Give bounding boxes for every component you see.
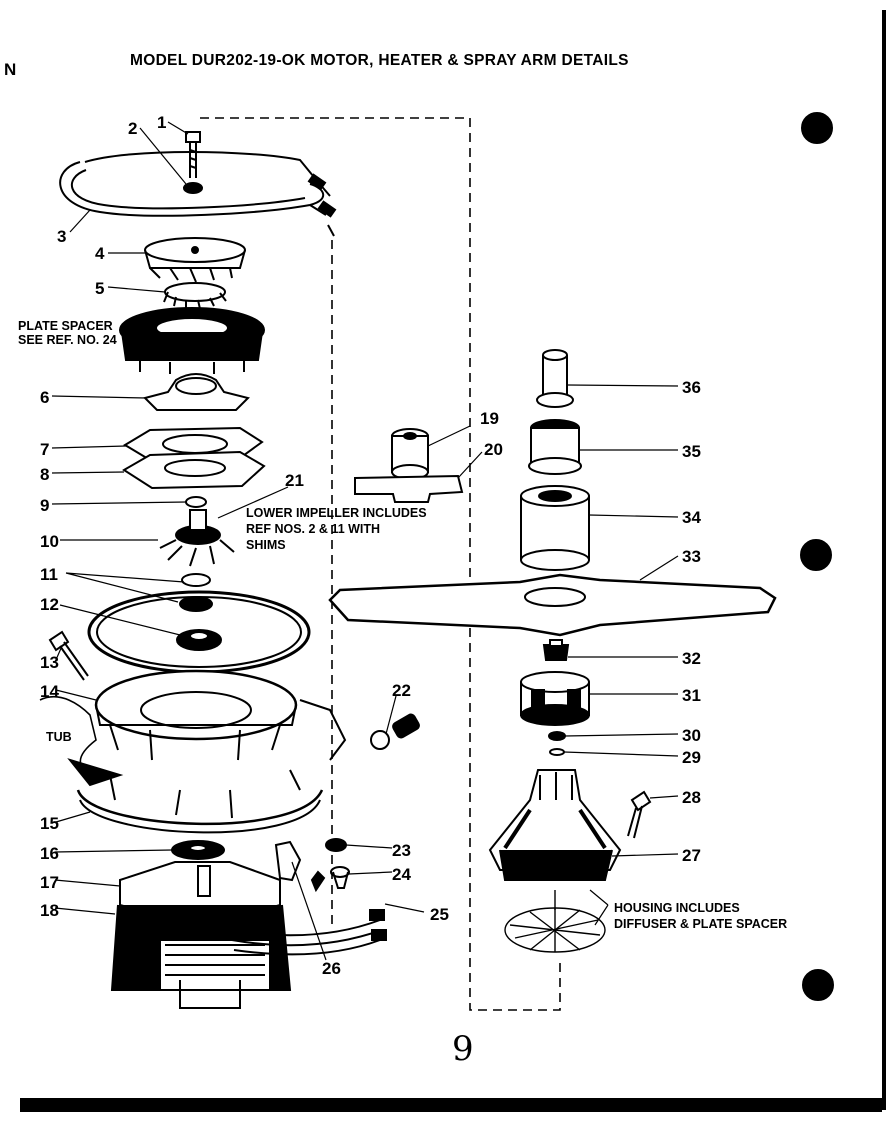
note-plate-spacer-line2: SEE REF. NO. 24 <box>18 333 117 347</box>
part-label-28: 28 <box>682 788 701 807</box>
part-31-hub <box>520 671 590 726</box>
assembly-guide-lines <box>200 117 561 1011</box>
part-label-31: 31 <box>682 686 701 705</box>
part-label-30: 30 <box>682 726 701 745</box>
part-label-23: 23 <box>392 841 411 860</box>
note-plate-spacer-line1: PLATE SPACER <box>18 319 113 333</box>
note-lower-impeller-line1: LOWER IMPELLER INCLUDES <box>246 506 427 520</box>
part-30-washer <box>548 731 566 741</box>
part-label-21: 21 <box>285 471 304 490</box>
part-label-29: 29 <box>682 748 701 767</box>
part-34-spray-tower <box>520 485 590 571</box>
part-25-screw <box>310 870 326 893</box>
scan-edge-right <box>882 10 886 1110</box>
diffuser <box>504 890 606 953</box>
part-label-6: 6 <box>40 388 49 407</box>
plate-spacer <box>119 307 265 374</box>
part-label-14: 14 <box>40 682 59 701</box>
part-label-26: 26 <box>322 959 341 978</box>
part-label-12: 12 <box>40 595 59 614</box>
part-label-1: 1 <box>157 113 166 132</box>
part-20-bracket <box>354 474 464 503</box>
note-lower-impeller-line3: SHIMS <box>246 538 286 552</box>
part-28-screw <box>627 790 652 839</box>
leader-lines <box>51 121 679 961</box>
part-label-25: 25 <box>430 905 449 924</box>
part-9-washer <box>185 496 207 508</box>
part-15-mounting-ring <box>76 769 324 834</box>
part-label-19: 19 <box>480 409 499 428</box>
part-label-8: 8 <box>40 465 49 484</box>
part-18-motor <box>110 861 387 1009</box>
part-label-9: 9 <box>40 496 49 515</box>
part-29-washer <box>549 748 565 756</box>
part-label-16: 16 <box>40 844 59 863</box>
part-5-small-impeller <box>163 282 227 310</box>
part-8-plate <box>122 450 266 490</box>
part-24-plug <box>330 866 350 889</box>
part-36-feed-tube <box>536 349 574 408</box>
part-label-7: 7 <box>40 440 49 459</box>
part-label-5: 5 <box>95 279 104 298</box>
part-1-bolt <box>185 131 201 178</box>
note-tub: TUB <box>46 730 72 744</box>
part-label-15: 15 <box>40 814 59 833</box>
binder-hole-middle <box>800 539 832 571</box>
part-27-housing <box>488 769 622 881</box>
part-19-bushing <box>391 428 429 480</box>
part-label-36: 36 <box>682 378 701 397</box>
part-23-grommet <box>325 838 347 852</box>
part-label-32: 32 <box>682 649 701 668</box>
part-32-nut <box>542 639 570 661</box>
part-label-34: 34 <box>682 508 701 527</box>
binder-hole-bottom <box>802 969 834 1001</box>
part-14-sump <box>94 669 347 761</box>
part-label-3: 3 <box>57 227 66 246</box>
page-mark: 9 <box>452 1029 474 1069</box>
diagram-title: MODEL DUR202-19-OK MOTOR, HEATER & SPRAY… <box>130 52 629 69</box>
part-16-coupling <box>171 840 225 860</box>
part-13-screw <box>48 630 89 681</box>
part-label-27: 27 <box>682 846 701 865</box>
margin-mark: N <box>4 60 16 79</box>
part-label-24: 24 <box>392 865 411 884</box>
part-number-labels: 1 2 3 4 5 6 7 8 9 10 11 12 13 14 15 16 1… <box>40 113 701 978</box>
note-lower-impeller-line2: REF NOS. 2 & 11 WITH <box>246 522 380 536</box>
tub-wall <box>39 695 124 787</box>
part-label-18: 18 <box>40 901 59 920</box>
note-housing-line2: DIFFUSER & PLATE SPACER <box>614 917 787 931</box>
diagram-notes: PLATE SPACER SEE REF. NO. 24 LOWER IMPEL… <box>18 319 787 931</box>
part-label-2: 2 <box>128 119 137 138</box>
part-3-heater-element <box>59 151 337 237</box>
part-2-washer <box>183 182 203 194</box>
part-label-10: 10 <box>40 532 59 551</box>
note-housing-line1: HOUSING INCLUDES <box>614 901 740 915</box>
part-label-11: 11 <box>40 565 58 584</box>
part-label-4: 4 <box>95 244 105 263</box>
part-33-spray-arm <box>328 573 777 637</box>
scan-edge-bar <box>20 1098 882 1112</box>
part-label-13: 13 <box>40 653 59 672</box>
part-label-17: 17 <box>40 873 59 892</box>
part-26-bracket <box>274 840 302 882</box>
part-11-shim-upper <box>181 573 211 587</box>
part-35-collar <box>528 419 582 475</box>
binder-hole-top <box>801 112 833 144</box>
part-label-33: 33 <box>682 547 701 566</box>
part-label-35: 35 <box>682 442 701 461</box>
part-10-lower-impeller <box>159 509 235 567</box>
part-11-shim-lower <box>179 596 213 612</box>
part-label-20: 20 <box>484 440 503 459</box>
part-label-22: 22 <box>392 681 411 700</box>
part-4-impeller-cap <box>144 237 246 283</box>
part-6-housing-cap <box>143 373 250 411</box>
part-22-clamp <box>370 713 420 750</box>
